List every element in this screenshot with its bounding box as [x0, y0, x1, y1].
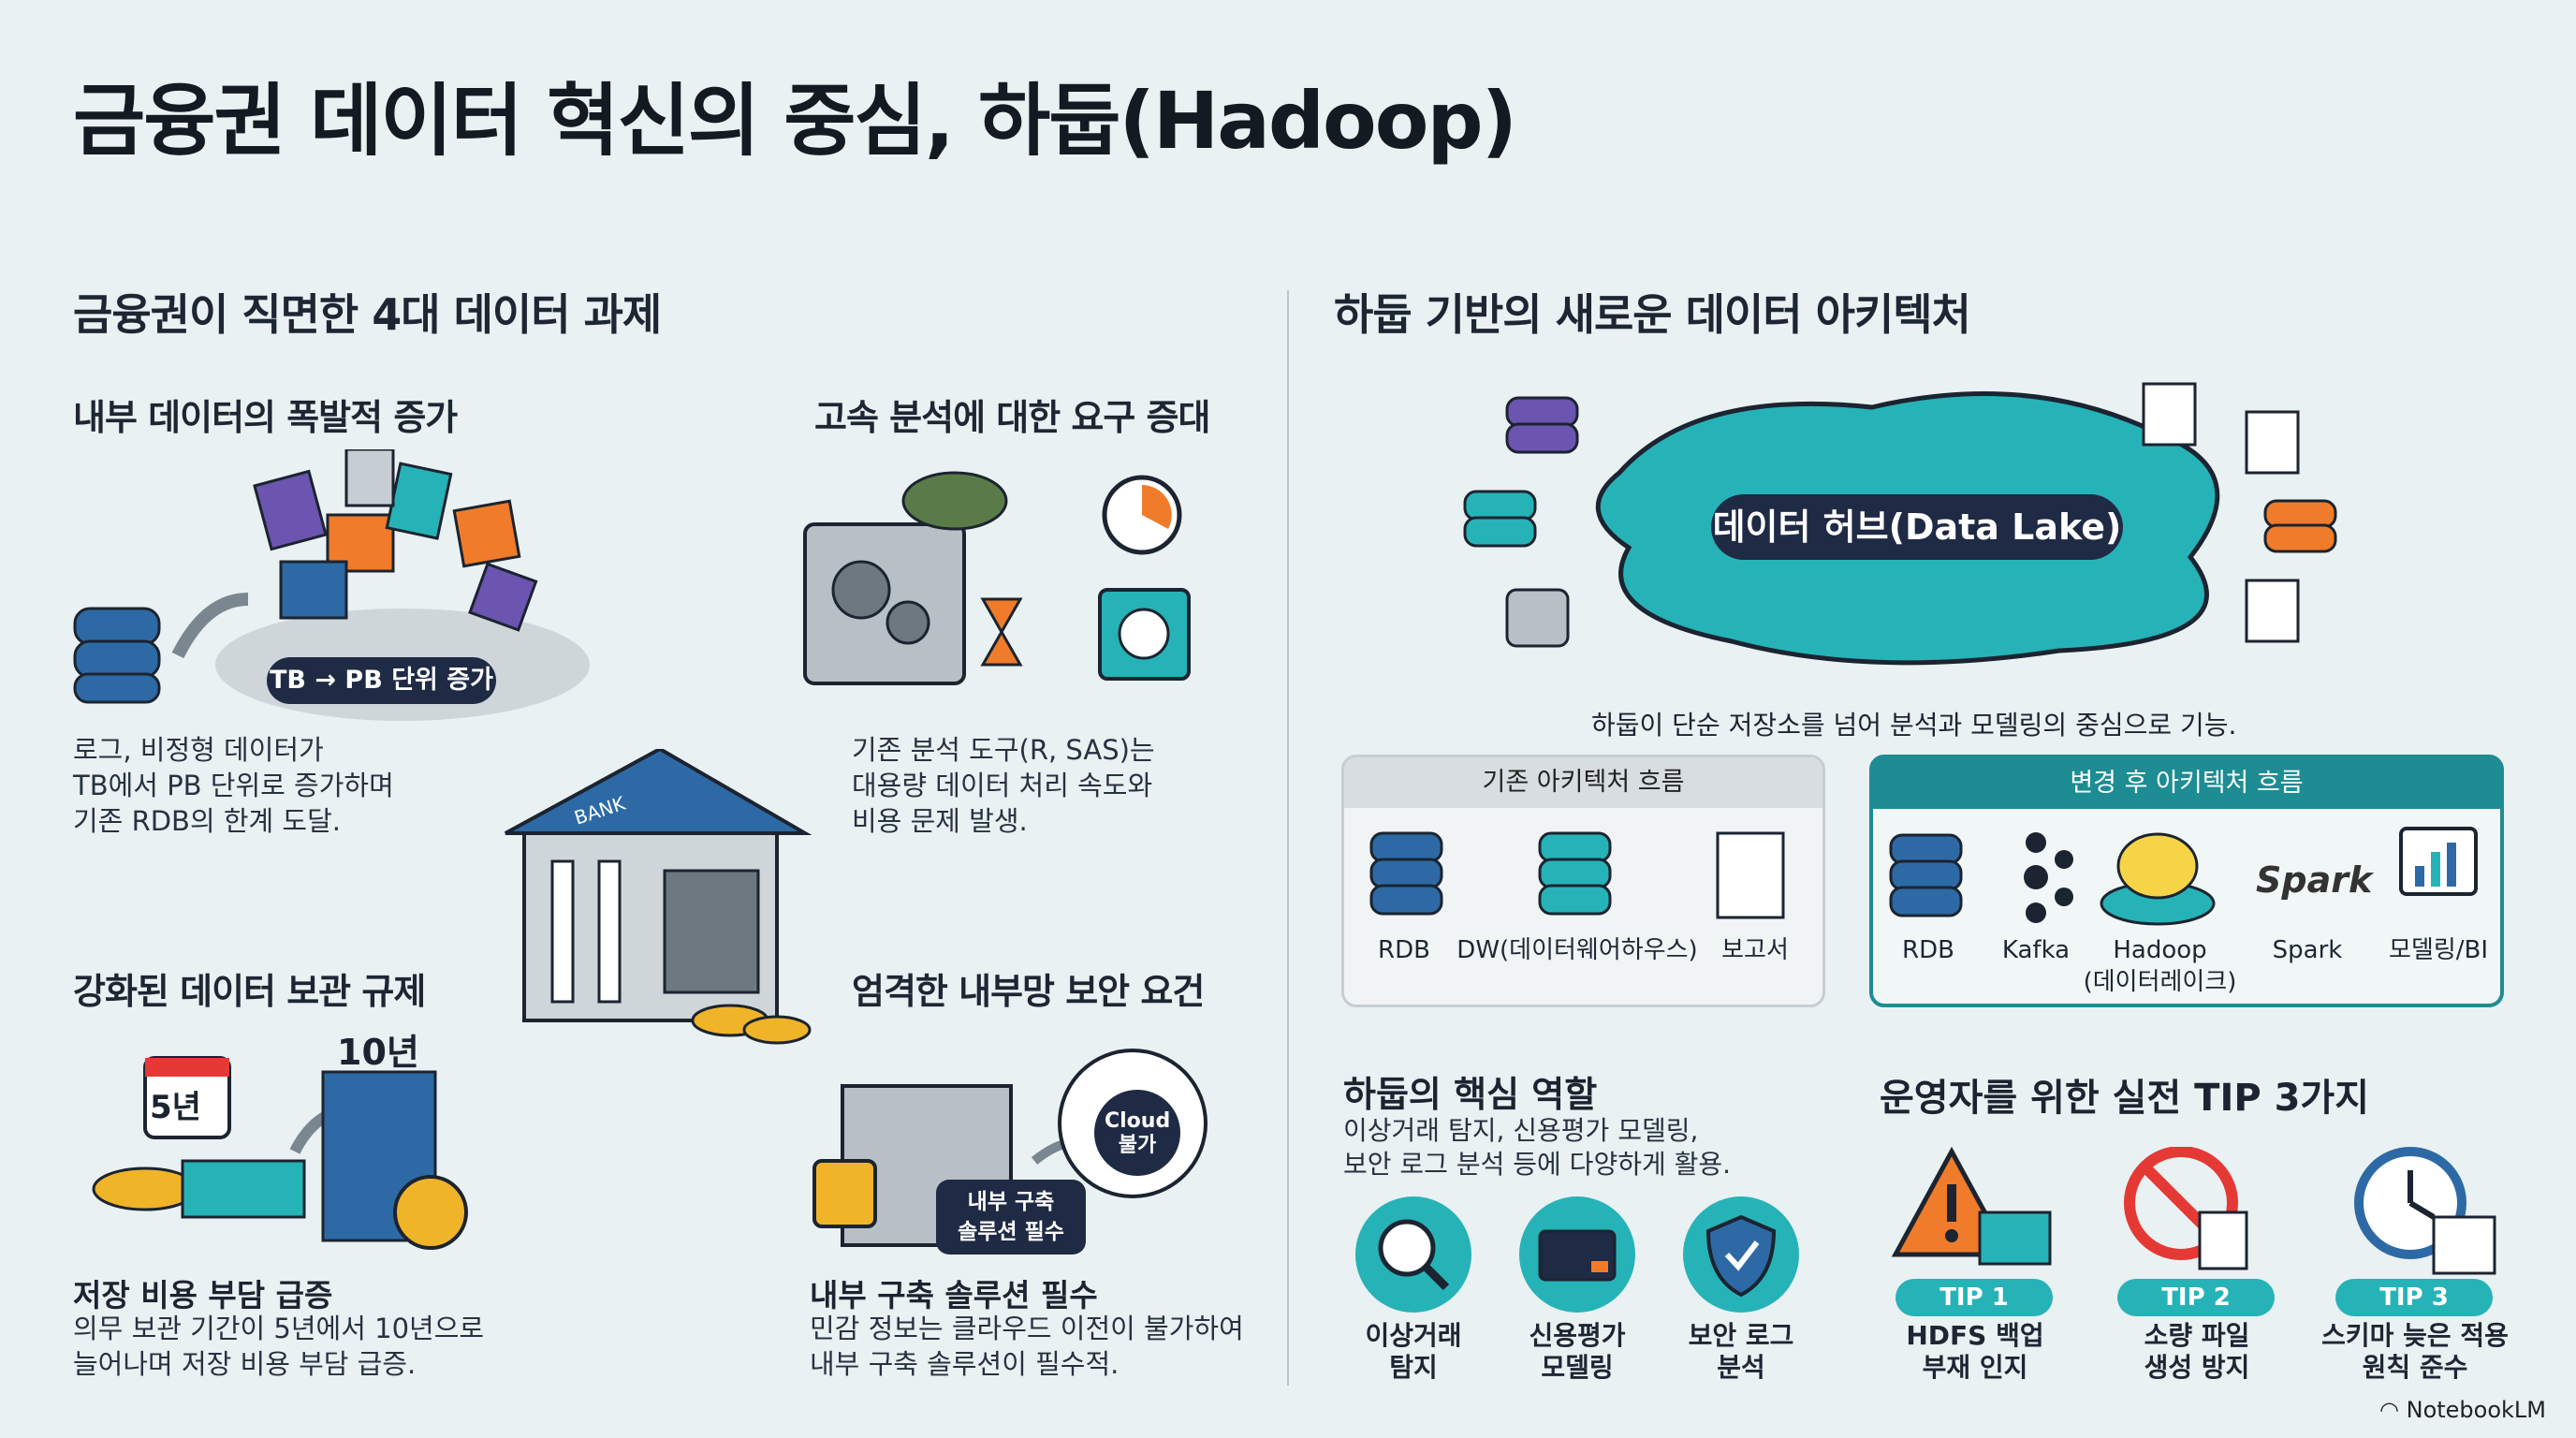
data-hub-label: 데이터 허브(Data Lake): [1711, 494, 2123, 560]
growth-arrow-icon: [171, 593, 249, 659]
new-flow-icons: [1889, 827, 2478, 926]
tb-pb-badge: TB → PB 단위 증가: [267, 657, 496, 704]
spreadsheet-icon: [2245, 410, 2300, 475]
files-icon: [2198, 1211, 2248, 1270]
hadoop-elephant-icon: [2116, 832, 2199, 900]
report-icon: [2142, 382, 2197, 447]
tip-2-text: 소량 파일 생성 방지: [2144, 1320, 2250, 1383]
tips-heading: 운영자를 위한 실전 TIP 3가지: [1880, 1077, 2370, 1120]
security-illustration: [812, 1049, 1208, 1247]
file-icon: [468, 562, 538, 632]
cloud-blocked-label: Cloud 불가: [1105, 1109, 1171, 1157]
slow-analysis-illustration: [803, 471, 1191, 685]
dw-icon: [1538, 831, 1612, 916]
challenges-heading: 금융권이 직면한 4대 데이터 과제: [73, 289, 662, 340]
source-database-icon: [1463, 490, 1537, 548]
roles-heading: 하둡의 핵심 역할: [1343, 1074, 1598, 1115]
challenge-3-desc: 의무 보관 기간이 5년에서 10년으로 늘어나며 저장 비용 부담 급증.: [73, 1313, 485, 1380]
vault-icon: [663, 869, 760, 994]
challenge-3-subtitle: 저장 비용 부담 급증: [73, 1277, 333, 1313]
output-database-icon: [2263, 499, 2337, 553]
new-flow-bi: 모델링/BI: [2388, 936, 2489, 964]
years-big-label: 10년: [337, 1032, 419, 1073]
file-icon: [253, 469, 328, 551]
server-icon: [344, 449, 395, 507]
role-credit: 신용평가 모델링: [1529, 1320, 1626, 1383]
new-flow-kafka: Kafka: [2001, 936, 2071, 964]
document-icon: [385, 462, 453, 540]
bank-illustration: BANK: [505, 749, 812, 1045]
page-title: 금융권 데이터 혁신의 중심, 하둡(Hadoop): [73, 75, 1517, 167]
tip-3-text: 스키마 늦은 적용 원칙 준수: [2321, 1320, 2509, 1383]
dollar-coin-icon: [393, 1175, 468, 1250]
coins-icon: [742, 1015, 812, 1045]
rdb-icon: [1889, 833, 1963, 917]
notebooklm-logo: ◠ NotebookLM: [2379, 1397, 2546, 1423]
years-small-label: 5년: [150, 1089, 201, 1126]
tip-icons: [1891, 1147, 2496, 1275]
footer-text: NotebookLM: [2406, 1397, 2546, 1423]
new-flow-hadoop: Hadoop (데이터레이크): [2083, 936, 2237, 996]
tip-2-tag: TIP 2: [2117, 1279, 2275, 1316]
notebooklm-icon: ◠: [2379, 1397, 2407, 1423]
document-icon: [2245, 579, 2300, 643]
database-icon: [73, 607, 161, 704]
challenge-4-desc: 민감 정보는 클라우드 이전이 불가하여 내부 구축 솔루션이 필수적.: [810, 1313, 1244, 1380]
spark-logo: Spark: [2256, 859, 2373, 901]
hourglass-icon: [980, 597, 1023, 667]
challenge-4-title: 엄격한 내부망 보안 요건: [852, 971, 1205, 1012]
turtle-icon: [901, 471, 1008, 531]
new-flow-rdb: RDB: [1902, 936, 1954, 964]
new-flow-spark: Spark: [2272, 936, 2343, 964]
table-icon: [2432, 1215, 2496, 1275]
challenge-2-desc: 기존 분석 도구(R, SAS)는 대용량 데이터 처리 속도와 비용 문제 발…: [852, 734, 1155, 837]
challenge-1-desc: 로그, 비정형 데이터가 TB에서 PB 단위로 증가하며 기존 RDB의 한계…: [73, 734, 394, 837]
folder-icon: [1978, 1211, 2052, 1266]
old-flow-rdb: RDB: [1378, 936, 1430, 964]
roles-desc: 이상거래 탐지, 신용평가 모델링, 보안 로그 분석 등에 다양하게 활용.: [1343, 1115, 1732, 1180]
tip-1-text: HDFS 백업 부재 인지: [1906, 1320, 2044, 1383]
challenge-2-title: 고속 분석에 대한 요구 증대: [814, 397, 1210, 438]
challenge-4-subtitle: 내부 구축 솔루션 필수: [810, 1277, 1098, 1313]
source-database-icon: [1505, 396, 1579, 454]
internal-badge: 내부 구축 솔루션 필수: [936, 1180, 1086, 1255]
role-fraud: 이상거래 탐지: [1365, 1320, 1462, 1383]
old-flow-dw: DW(데이터웨어하우스): [1456, 936, 1698, 964]
role-security: 보안 로그 분석: [1688, 1320, 1794, 1383]
report-icon: [1716, 831, 1785, 919]
no-sign-icon: [2124, 1147, 2238, 1260]
database-icon: [279, 560, 348, 620]
tip-3-tag: TIP 3: [2335, 1279, 2493, 1316]
challenge-3-title: 강화된 데이터 보관 규제: [73, 971, 426, 1012]
role-icons: [1355, 1196, 1799, 1313]
kafka-icon: [2024, 832, 2073, 923]
challenge-1-title: 내부 데이터의 폭발적 증가: [73, 397, 458, 438]
bank-roof-icon: [505, 749, 812, 835]
lock-icon: [812, 1159, 877, 1228]
money-stack-icon: [181, 1159, 306, 1219]
new-architecture-header: 변경 후 아키텍처 흐름: [1873, 758, 2500, 809]
gear-icon: [886, 600, 930, 645]
rdb-icon: [1369, 831, 1443, 916]
old-flow-report: 보고서: [1721, 936, 1789, 964]
section-divider: [1287, 290, 1289, 1386]
old-architecture-header: 기존 아키텍처 흐름: [1344, 757, 1822, 808]
sensor-icon: [1505, 588, 1570, 648]
data-hub-caption: 하둡이 단순 저장소를 넘어 분석과 모델링의 중심으로 기능.: [1591, 710, 2237, 741]
retention-illustration: [92, 1056, 468, 1250]
architecture-heading: 하둡 기반의 새로운 데이터 아키텍처: [1334, 289, 1971, 340]
old-flow-icons: [1369, 831, 1785, 919]
tip-1-tag: TIP 1: [1895, 1279, 2053, 1316]
folder-icon: [452, 499, 521, 568]
gear-icon: [831, 560, 891, 620]
